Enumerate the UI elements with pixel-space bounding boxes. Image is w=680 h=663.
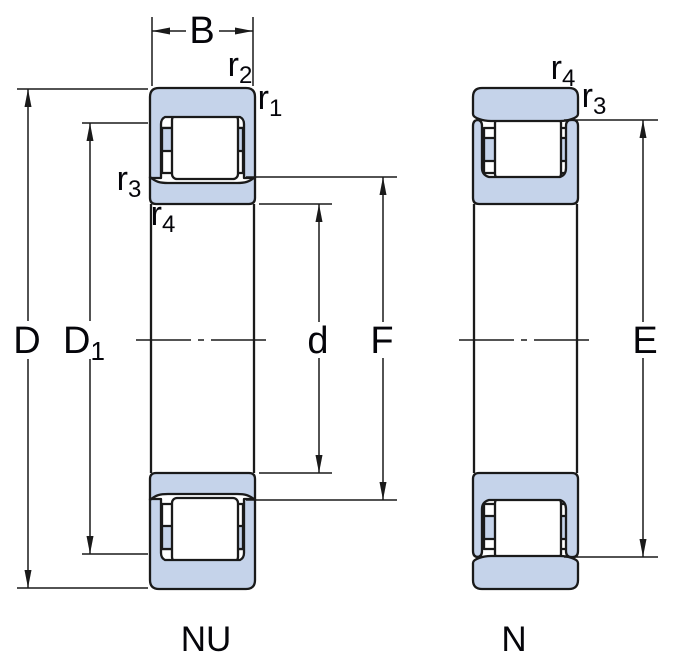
dim-label-F: F [370,320,393,362]
arrowhead-up [639,120,647,138]
nu-roller-top [170,113,240,181]
nu-upper-section [148,86,257,206]
radius-label-r1-nu: r1 [258,79,283,122]
n-roller-bottom [493,496,563,561]
dim-D1: D1 [63,122,148,555]
dim-B-extension-lines [151,17,254,86]
dim-d: d [259,203,332,474]
radius-label-r4-nu: r4 [151,195,176,238]
dim-label-D1: D1 [63,320,105,366]
radius-label-r4-main: r [151,195,162,233]
radius-label-r3-main: r [582,77,593,115]
dim-E: E [564,119,658,558]
n-inner-ring-top [471,118,580,206]
radius-label-r3-sub: 3 [128,176,141,203]
arrowhead-up [86,123,94,141]
dim-d-extension-lines [259,203,332,474]
nu-inner-ring-bottom [148,471,257,502]
radius-label-r2-nu: r2 [228,46,253,89]
radius-label-r3-main: r [117,160,128,198]
arrowhead-up [315,204,323,222]
dim-label-E: E [632,320,657,362]
radius-label-r3-sub: 3 [593,93,606,120]
arrowhead-down [24,570,32,588]
nu-roller-bottom [170,496,240,564]
arrowhead-right [235,27,253,35]
arrowhead-down [315,455,323,473]
n-outer-ring-bottom [471,554,580,591]
caption-n: N [501,620,526,659]
radius-label-r2-sub: 2 [239,62,252,89]
nu-view: B D D1 d [13,10,397,659]
arrowhead-down [379,482,387,500]
radius-label-r1-sub: 1 [269,95,282,122]
n-lower-section [471,471,580,591]
radius-label-r2-main: r [228,46,239,84]
nu-lower-section [148,471,257,591]
dim-D1-extension-lines [82,122,148,555]
n-outer-ring-top [471,86,580,123]
dim-label-D1-sub: 1 [90,336,104,366]
arrowhead-up [379,177,387,195]
nu-outer-ring-bottom [148,497,257,591]
dim-B: B [151,10,254,86]
radius-label-r4-n: r4 [551,49,576,92]
n-upper-section [471,86,580,206]
radius-label-r4-sub: 4 [162,211,175,238]
radius-label-r4-main: r [551,49,562,87]
n-inner-ring-bottom [471,471,580,559]
arrowhead-up [24,89,32,107]
arrowhead-down [639,539,647,557]
caption-nu: NU [181,620,232,659]
nu-inner-ring-top [148,175,257,206]
n-roller-top [493,116,563,181]
radius-label-r4-sub: 4 [562,65,575,92]
dim-label-B: B [189,10,214,52]
radius-label-r3-n: r3 [582,77,607,120]
dim-label-D: D [13,320,40,362]
dim-label-D1-main: D [63,320,90,362]
n-view: E r4 r3 N [459,49,658,659]
dim-D-extension-lines [17,88,148,589]
arrowhead-left [152,27,170,35]
dim-label-d: d [307,320,328,362]
arrowhead-down [86,536,94,554]
radius-label-r1-main: r [258,79,269,117]
dim-F: F [246,176,397,501]
dim-D: D [13,88,148,589]
radius-label-r3-nu: r3 [117,160,142,203]
dim-F-extension-lines [246,176,397,501]
nu-outer-ring-top [148,86,257,180]
